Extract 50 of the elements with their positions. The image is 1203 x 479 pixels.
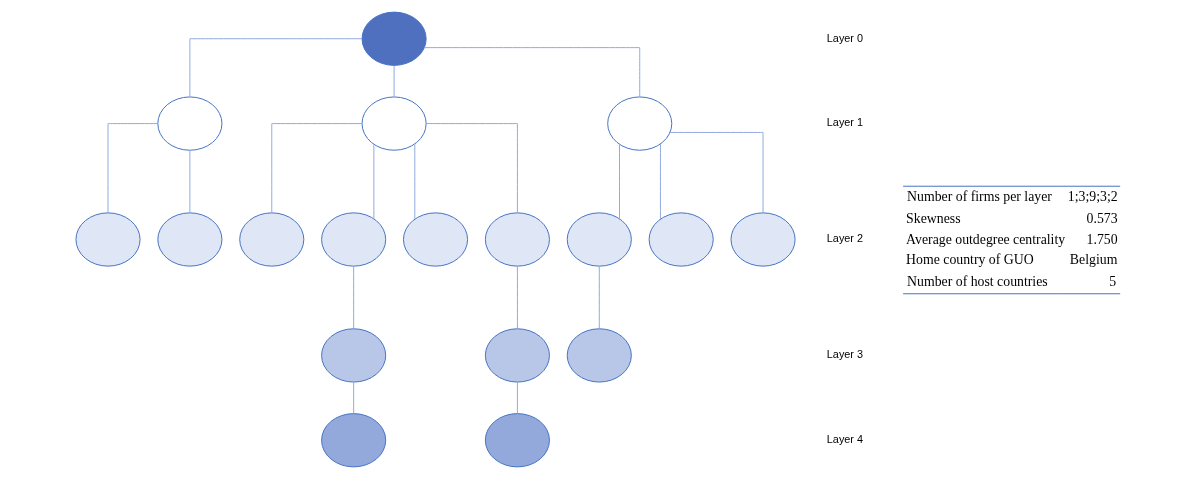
- node-circle: [648, 212, 714, 267]
- node-circle: [320, 413, 386, 468]
- node-circle: [320, 328, 386, 383]
- label: Number of host countries: [906, 274, 1048, 290]
- node-circle: [730, 212, 796, 267]
- label: Belgium: [1069, 252, 1117, 268]
- connector: [669, 131, 764, 214]
- label: 1.750: [1086, 231, 1118, 247]
- connector: [270, 123, 362, 214]
- label: Layer 1: [826, 116, 863, 129]
- label: 5: [1108, 274, 1116, 290]
- label: 1;3;9;3;2: [1067, 189, 1118, 205]
- node-circle: [484, 328, 550, 383]
- node-circle: [606, 96, 672, 151]
- connector: [188, 149, 190, 214]
- node-circle: [238, 212, 304, 267]
- node-circle: [74, 212, 141, 267]
- connector: [372, 143, 374, 220]
- connector: [516, 381, 518, 415]
- connector: [425, 123, 518, 214]
- connector: [352, 265, 354, 330]
- connector: [423, 47, 640, 98]
- label: Number of firms per layer: [906, 189, 1052, 205]
- node-circle: [566, 212, 632, 267]
- label: Skewness: [905, 210, 961, 226]
- label: Layer 4: [826, 433, 863, 446]
- connector: [188, 38, 362, 98]
- label: Layer 0: [826, 31, 863, 44]
- node-circle: [566, 328, 632, 383]
- node-circle: [156, 212, 222, 267]
- node-circle: [484, 212, 550, 267]
- connector: [352, 381, 354, 415]
- node-circle: [361, 11, 427, 66]
- connector: [107, 123, 158, 214]
- label: 0.573: [1086, 210, 1118, 226]
- connector: [413, 143, 415, 220]
- connector: [659, 143, 661, 220]
- node-circle: [361, 96, 427, 151]
- node-circle: [484, 413, 550, 468]
- label: Home country of GUO: [905, 252, 1034, 268]
- connector: [618, 143, 620, 220]
- label: Average outdegree centrality: [905, 231, 1065, 247]
- node-circle: [320, 212, 386, 267]
- node-circle: [402, 212, 468, 267]
- connector: [598, 265, 600, 330]
- node-circle: [156, 96, 222, 151]
- connector: [393, 65, 395, 98]
- label: Layer 2: [826, 232, 863, 245]
- connector: [516, 265, 518, 330]
- label: Layer 3: [826, 348, 863, 361]
